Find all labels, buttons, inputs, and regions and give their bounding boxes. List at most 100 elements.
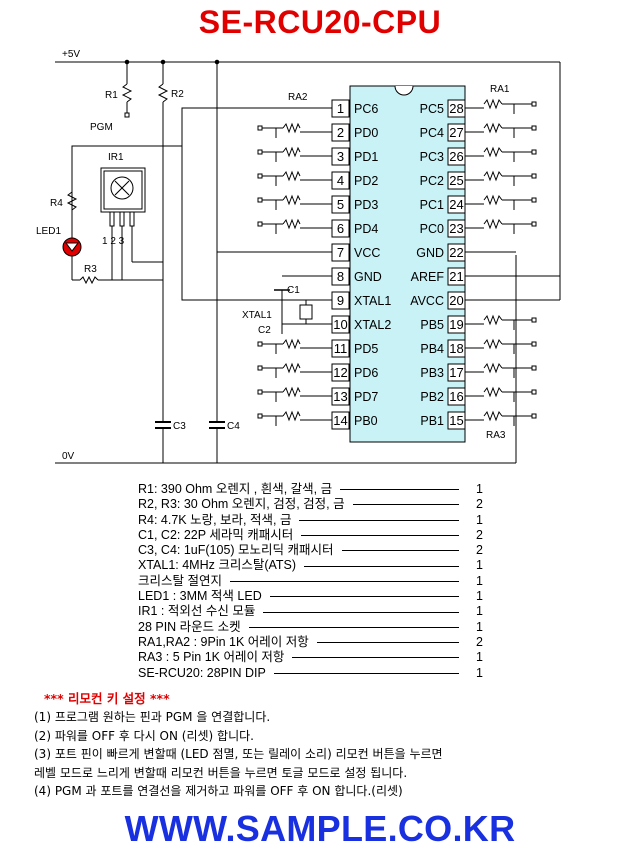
- leader-line: [273, 672, 459, 674]
- bom-qty: 1: [476, 482, 483, 496]
- pullup-resistor: [465, 146, 537, 162]
- pin-17: 17 PB3: [420, 363, 466, 382]
- c2-label: C2: [258, 325, 271, 336]
- bom-item: C3, C4: 1uF(105) 모노리딕 캐패시터: [138, 543, 334, 558]
- pin-26: 26 PC3: [420, 147, 466, 166]
- pin-name: PB0: [354, 414, 378, 428]
- pin-name: PD1: [354, 150, 378, 164]
- pin-name: PD4: [354, 222, 378, 236]
- bom-item: C1, C2: 22P 세라믹 캐패시터: [138, 527, 294, 542]
- pin-number: 10: [333, 317, 347, 332]
- cpu-ic: [349, 85, 466, 443]
- leader-line: [304, 565, 459, 567]
- bom-item: SE-RCU20: 28PIN DIP: [138, 665, 266, 680]
- pullup-resistor: [257, 194, 332, 210]
- pullup-resistor: [465, 386, 537, 402]
- bom-qty: 2: [476, 497, 483, 512]
- pin-name: PD3: [354, 198, 378, 212]
- leader-line: [301, 535, 459, 537]
- pin-27: 27 PC4: [420, 123, 466, 142]
- pin-name: GND: [354, 270, 382, 284]
- pin-number: 23: [449, 221, 463, 236]
- bom-item: R4: 4.7K 노랑, 보라, 적색, 금: [138, 512, 292, 527]
- r3-label: R3: [84, 264, 97, 275]
- leader-line: [248, 626, 459, 628]
- instructions: (1) 프로그램 원하는 핀과 PGM 을 연결합니다.(2) 파워를 OFF …: [34, 708, 634, 801]
- instruction-line: 레벨 모드로 느리게 변할때 리모컨 버튼을 누르면 토글 모드로 설정 됩니다…: [34, 765, 408, 780]
- pin-number: 21: [449, 269, 463, 284]
- ir-wires: [71, 107, 336, 301]
- vcc-label: +5V: [62, 49, 80, 60]
- c4-capacitor: [209, 59, 225, 463]
- xtal1-crystal: [274, 289, 336, 334]
- pin-number: 26: [449, 149, 463, 164]
- bom-qty: 1: [476, 589, 483, 604]
- pin-number: 14: [333, 413, 347, 428]
- pin-name: GND: [416, 246, 444, 260]
- bom-item: R1: 390 Ohm 오렌지 , 흰색, 갈색, 금: [138, 482, 333, 496]
- leader-line: [299, 519, 459, 521]
- pullup-resistor: [465, 410, 537, 426]
- pin-number: 19: [449, 317, 463, 332]
- ra3-label: RA3: [486, 430, 506, 441]
- pin-number: 4: [337, 173, 344, 188]
- gnd-label: 0V: [62, 451, 75, 462]
- pin-name: PC4: [420, 126, 444, 140]
- pullup-resistor: [257, 146, 332, 162]
- r2-label: R2: [171, 89, 184, 100]
- r1-resistor: [121, 59, 133, 118]
- pin-number: 22: [449, 245, 463, 260]
- leader-line: [292, 657, 459, 659]
- pin-name: PD5: [354, 342, 378, 356]
- pin-name: PD7: [354, 390, 378, 404]
- pin-number: 5: [337, 197, 344, 212]
- bom-qty: 1: [476, 665, 483, 680]
- pin-number: 27: [449, 125, 463, 140]
- bom-item: LED1 : 3MM 적색 LED: [138, 589, 262, 604]
- pin-name: PC6: [354, 102, 378, 116]
- pin-number: 18: [449, 341, 463, 356]
- pullup-resistor: [465, 98, 537, 114]
- leader-line: [263, 611, 459, 613]
- bom-item: 크리스탈 절연지: [138, 573, 222, 588]
- pullup-resistor: [257, 338, 332, 354]
- rails: [55, 61, 561, 464]
- schematic: +5V 0V R1 PGM R2 C3 C4: [36, 49, 561, 464]
- instruction-line: (3) 포트 핀이 빠르게 변할때 (LED 점멸, 또는 릴레이 소리) 리모…: [34, 747, 443, 761]
- pin-name: AREF: [411, 270, 445, 284]
- c1-label: C1: [287, 285, 300, 296]
- pin-name: PB3: [420, 366, 444, 380]
- r4-resistor: [66, 191, 78, 211]
- pin-name: XTAL2: [354, 318, 391, 332]
- website-url[interactable]: WWW.SAMPLE.CO.KR: [124, 808, 516, 849]
- bom-row: R2, R3: 30 Ohm 오렌지, 검정, 검정, 금 2: [138, 497, 483, 512]
- led1-icon: [62, 237, 82, 257]
- pin-number: 24: [449, 197, 463, 212]
- pin-21: 21 AREF: [411, 267, 466, 286]
- ir-receiver: [100, 167, 146, 227]
- bom-item: R2, R3: 30 Ohm 오렌지, 검정, 검정, 금: [138, 497, 345, 512]
- instruction-line: (2) 파워를 OFF 후 다시 ON (리셋) 합니다.: [34, 728, 254, 743]
- pin-number: 17: [449, 365, 463, 380]
- pin-5: 5 PD3: [331, 195, 378, 214]
- bom-qty: 2: [476, 634, 483, 649]
- pullup-resistor: [257, 170, 332, 186]
- pin-number: 15: [449, 413, 463, 428]
- c3-label: C3: [173, 421, 186, 432]
- pin-name: PC3: [420, 150, 444, 164]
- pin-14: 14 PB0: [331, 411, 378, 430]
- pin-name: XTAL1: [354, 294, 391, 308]
